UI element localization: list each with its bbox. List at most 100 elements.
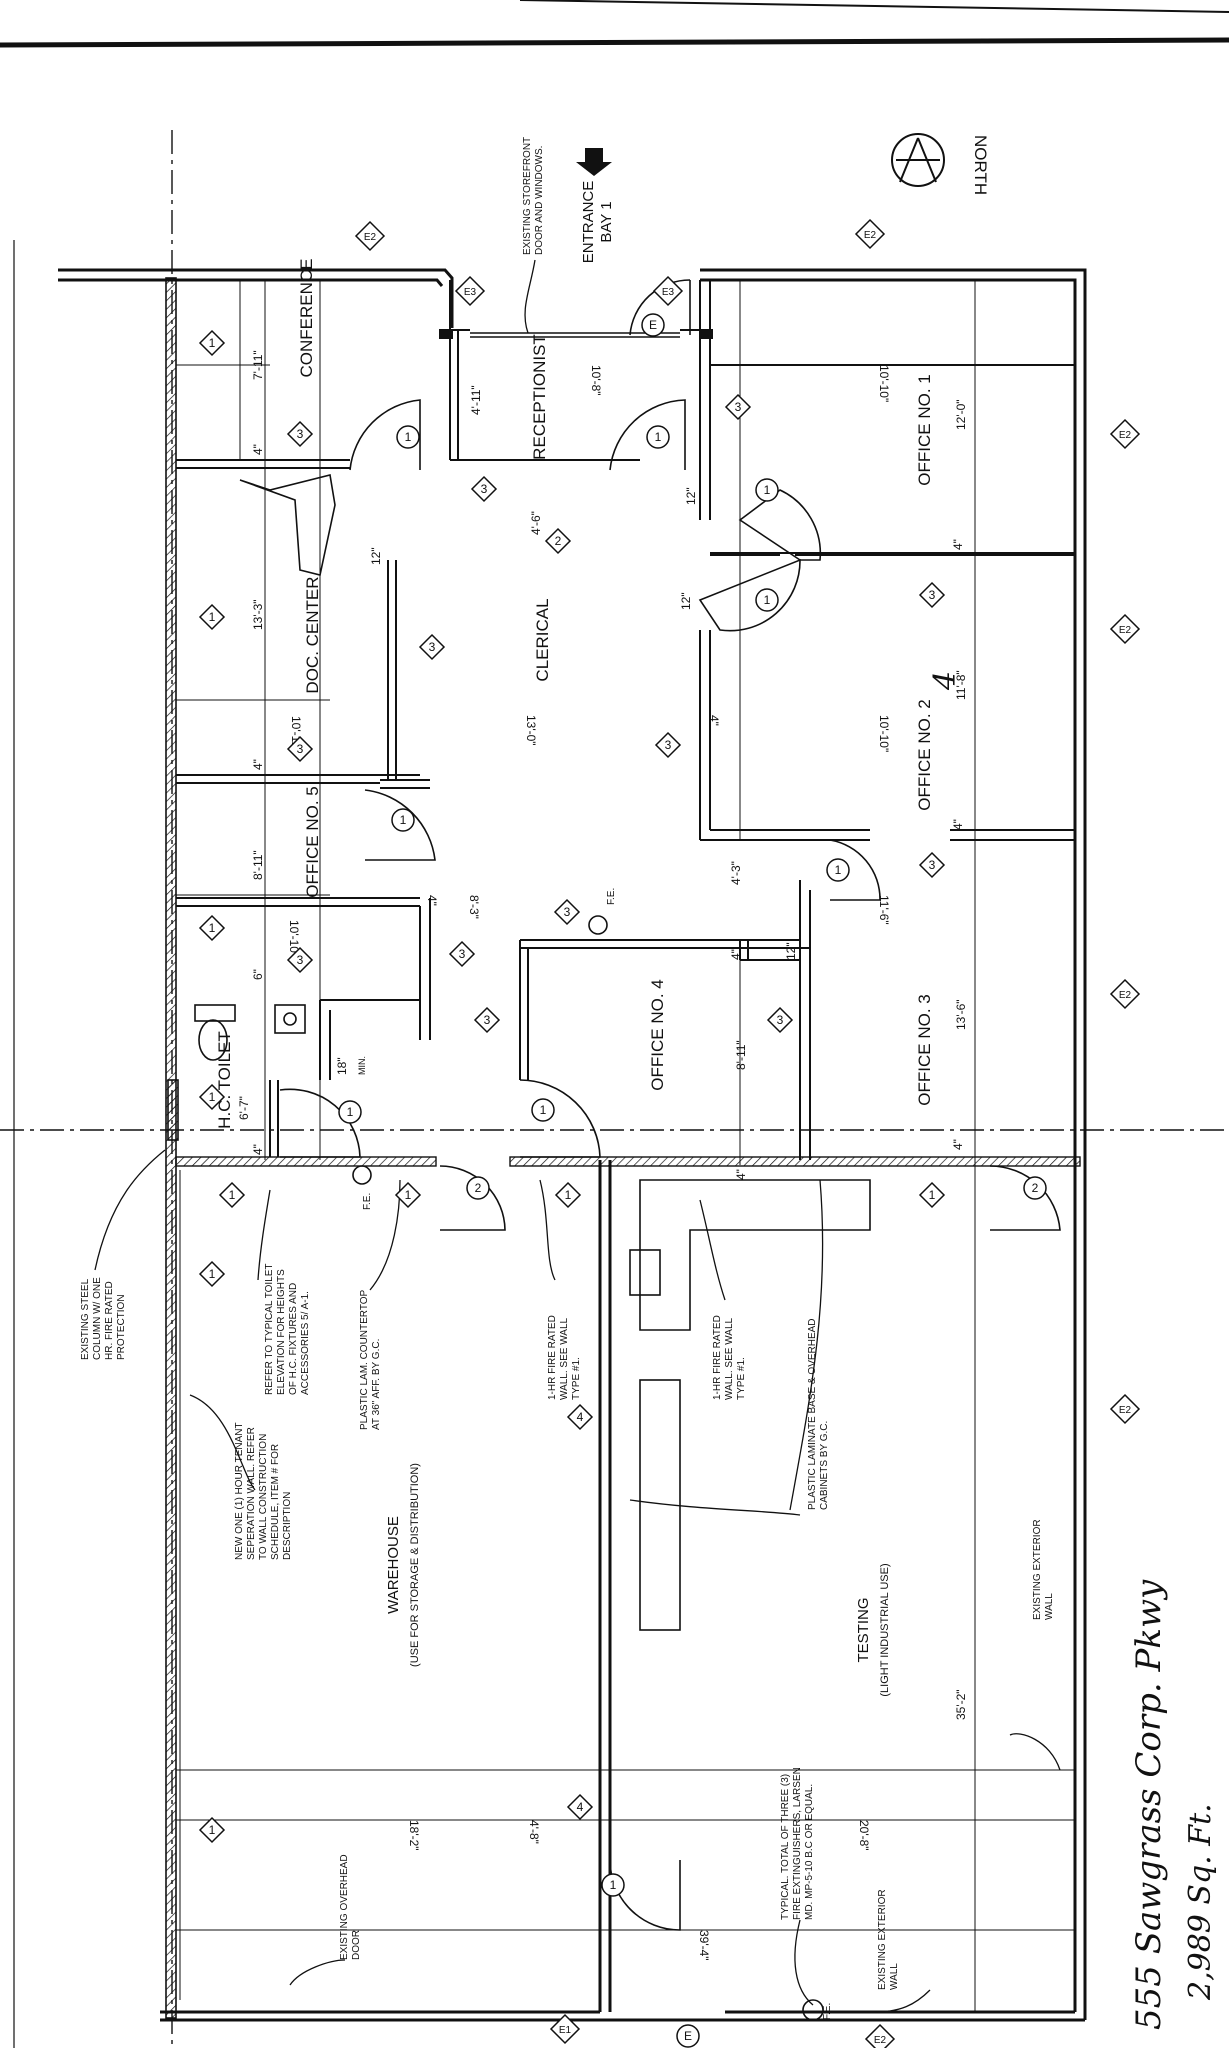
- svg-text:1: 1: [405, 430, 412, 444]
- svg-text:1-HR FIRE RATED: 1-HR FIRE RATED: [712, 1315, 723, 1400]
- svg-text:1: 1: [400, 813, 407, 827]
- svg-text:E2: E2: [1119, 990, 1132, 1001]
- room-conference: CONFERENCE: [297, 258, 316, 377]
- svg-text:NEW ONE (1) HOUR TENANT: NEW ONE (1) HOUR TENANT: [234, 1422, 245, 1560]
- tenant-wall: [175, 1156, 437, 1167]
- svg-text:2: 2: [555, 534, 562, 548]
- svg-text:10'-10": 10'-10": [287, 920, 301, 957]
- svg-text:2: 2: [475, 1181, 482, 1195]
- svg-text:10'-8": 10'-8": [589, 365, 603, 396]
- svg-text:E1: E1: [559, 2025, 572, 2036]
- svg-text:WALL: WALL: [889, 1963, 900, 1990]
- svg-text:E3: E3: [464, 287, 477, 298]
- svg-text:EXISTING STOREFRONT: EXISTING STOREFRONT: [522, 137, 533, 255]
- svg-text:E: E: [649, 318, 657, 332]
- svg-text:3: 3: [929, 858, 936, 872]
- svg-text:10'-10": 10'-10": [877, 715, 891, 752]
- svg-text:1: 1: [209, 1823, 216, 1837]
- note-steel-column: EXISTING STEEL COLUMN W/ ONE HR. FIRE RA…: [80, 1277, 127, 1360]
- svg-text:3: 3: [429, 640, 436, 654]
- svg-text:4": 4": [951, 539, 965, 550]
- svg-text:E2: E2: [874, 2035, 887, 2046]
- svg-text:E3: E3: [662, 287, 675, 298]
- entrance-arrow: [576, 148, 612, 176]
- svg-text:4: 4: [577, 1800, 584, 1814]
- svg-text:TO WALL CONSTRUCTION: TO WALL CONSTRUCTION: [258, 1434, 269, 1560]
- svg-text:20'-8": 20'-8": [857, 1820, 871, 1851]
- svg-text:EXISTING EXTERIOR: EXISTING EXTERIOR: [1032, 1519, 1043, 1620]
- svg-text:SEPERATION WALL. REFER: SEPERATION WALL. REFER: [246, 1427, 257, 1560]
- svg-text:CABINETS BY G.C.: CABINETS BY G.C.: [819, 1421, 830, 1510]
- svg-text:2,989 Sq. Ft.: 2,989 Sq. Ft.: [1183, 1803, 1218, 2001]
- svg-text:F.E.: F.E.: [362, 1193, 373, 1210]
- svg-text:3: 3: [929, 588, 936, 602]
- note-fire-wall-1: 1-HR FIRE RATED WALL. SEE WALL TYPE #1.: [547, 1315, 582, 1400]
- svg-text:12": 12": [369, 547, 383, 565]
- svg-text:SCHEDULE, ITEM # FOR: SCHEDULE, ITEM # FOR: [270, 1444, 281, 1560]
- dimension-lines: [176, 280, 1075, 2012]
- toilet-fixtures: [167, 1004, 306, 1141]
- svg-text:3: 3: [665, 738, 672, 752]
- svg-text:3: 3: [735, 400, 742, 414]
- room-toilet: H.C. TOILET: [215, 1031, 234, 1129]
- room-office3: OFFICE NO. 3: [915, 994, 934, 1105]
- exterior-wall-tags: [354, 218, 1141, 2048]
- room-doc-center: DOC. CENTER: [303, 576, 322, 693]
- svg-text:4": 4": [251, 444, 265, 455]
- svg-text:AT 36" AFF. BY G.C.: AT 36" AFF. BY G.C.: [371, 1339, 382, 1430]
- svg-text:PROTECTION: PROTECTION: [116, 1294, 127, 1360]
- svg-text:1: 1: [229, 1188, 236, 1202]
- svg-text:EXISTING OVERHEAD: EXISTING OVERHEAD: [339, 1854, 350, 1960]
- svg-text:6'-7": 6'-7": [237, 1096, 251, 1120]
- svg-text:4: 4: [577, 1410, 584, 1424]
- svg-text:WALL. SEE WALL: WALL. SEE WALL: [559, 1317, 570, 1400]
- svg-text:35'-2": 35'-2": [954, 1689, 968, 1720]
- note-toilet-ref: REFER TO TYPICAL TOILET ELEVATION FOR HE…: [264, 1263, 311, 1395]
- svg-text:10'-10": 10'-10": [877, 365, 891, 402]
- svg-text:MD. MP-5-10 B.C OR EQUAL.: MD. MP-5-10 B.C OR EQUAL.: [804, 1784, 815, 1920]
- room-office2: OFFICE NO. 2: [915, 699, 934, 810]
- svg-text:1: 1: [209, 1090, 216, 1104]
- svg-text:WALL: WALL: [1044, 1593, 1055, 1620]
- svg-text:4'-11": 4'-11": [469, 385, 483, 415]
- north-symbol: [891, 133, 945, 187]
- svg-text:E: E: [684, 2029, 692, 2043]
- note-cabinets: PLASTIC LAMINATE BASE & OVERHEAD CABINET…: [807, 1318, 830, 1510]
- leader-lines: [94, 259, 1061, 2013]
- svg-text:3: 3: [564, 905, 571, 919]
- handwritten-address: 555 Sawgrass Corp. Pkwy 2,989 Sq. Ft. 4: [928, 671, 1218, 2030]
- room-labels: CONFERENCE RECEPTIONIST DOC. CENTER CLER…: [215, 181, 934, 1697]
- svg-text:11'-8": 11'-8": [954, 670, 968, 700]
- svg-text:1: 1: [565, 1188, 572, 1202]
- entrance-line2: BAY 1: [598, 201, 615, 242]
- room-clerical: CLERICAL: [533, 598, 552, 681]
- svg-text:ACCESSORIES 5/ A-1.: ACCESSORIES 5/ A-1.: [300, 1291, 311, 1395]
- svg-text:12": 12": [784, 942, 798, 960]
- svg-text:12'-0": 12'-0": [954, 399, 968, 430]
- svg-text:1: 1: [655, 430, 662, 444]
- svg-text:COLUMN W/ ONE: COLUMN W/ ONE: [92, 1277, 103, 1360]
- svg-text:1: 1: [209, 1267, 216, 1281]
- svg-text:13'-0": 13'-0": [524, 715, 538, 746]
- svg-text:TYPE #1.: TYPE #1.: [736, 1357, 747, 1400]
- svg-text:PLASTIC LAM. COUNTERTOP: PLASTIC LAM. COUNTERTOP: [359, 1289, 370, 1430]
- door-tags: [338, 313, 1047, 2048]
- svg-text:E2: E2: [1119, 430, 1132, 441]
- svg-text:4'-6": 4'-6": [529, 511, 543, 535]
- svg-text:4": 4": [729, 949, 743, 960]
- svg-text:8'-11": 8'-11": [251, 850, 265, 880]
- svg-text:3: 3: [481, 482, 488, 496]
- svg-text:1-HR FIRE RATED: 1-HR FIRE RATED: [547, 1315, 558, 1400]
- svg-text:7'-11": 7'-11": [251, 350, 265, 380]
- room-receptionist: RECEPTIONIST: [530, 334, 549, 460]
- svg-text:F.E.: F.E.: [606, 888, 617, 905]
- svg-text:HR. FIRE RATED: HR. FIRE RATED: [104, 1281, 115, 1360]
- svg-text:1: 1: [764, 483, 771, 497]
- svg-text:555 Sawgrass Corp. Pkwy: 555 Sawgrass Corp. Pkwy: [1129, 1579, 1169, 2030]
- room-office5: OFFICE NO. 5: [303, 786, 322, 897]
- svg-text:E2: E2: [864, 230, 877, 241]
- svg-text:1: 1: [835, 863, 842, 877]
- svg-text:1: 1: [764, 593, 771, 607]
- note-overhead-door: EXISTING OVERHEAD DOOR: [339, 1854, 362, 1960]
- svg-text:1: 1: [610, 1878, 617, 1892]
